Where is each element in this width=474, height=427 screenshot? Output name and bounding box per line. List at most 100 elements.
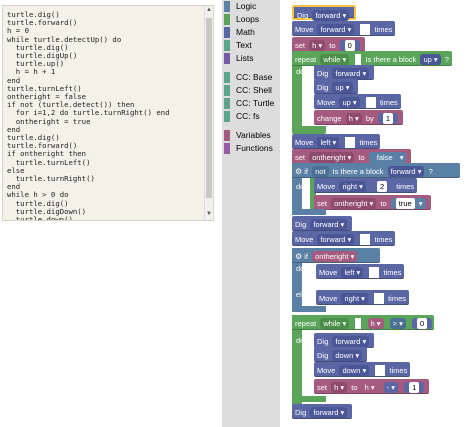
if-footer — [292, 209, 326, 215]
toolbox-category-5[interactable]: CC: Base — [222, 71, 280, 84]
if-else-spine — [292, 248, 302, 312]
direction-dropdown[interactable]: left ▾ — [317, 136, 340, 148]
direction-dropdown[interactable]: forward ▾ — [310, 406, 348, 418]
change-h-block[interactable]: change h ▾ by 1 — [314, 110, 404, 125]
loop-mode-dropdown[interactable]: while ▾ — [320, 317, 350, 329]
direction-dropdown[interactable]: up ▾ — [339, 96, 360, 108]
boolean-dropdown[interactable]: false ▾ — [368, 151, 407, 163]
toolbox-category-10[interactable]: Functions — [222, 142, 280, 155]
move-up-times-block[interactable]: Move up ▾ times — [314, 94, 401, 109]
number-block[interactable]: 2 — [371, 180, 393, 193]
dig-forward-block[interactable]: Dig forward ▾ — [314, 333, 375, 348]
direction-dropdown[interactable]: forward ▾ — [312, 9, 350, 21]
set-ontheright-true-block[interactable]: set ontheright ▾ to true ▾ — [314, 195, 431, 210]
direction-dropdown[interactable]: down ▾ — [332, 349, 363, 361]
move-left-times-block[interactable]: Move left ▾ times — [292, 134, 381, 149]
variable-getter[interactable]: h ▾ — [367, 317, 384, 329]
gear-icon[interactable]: ⚙ — [295, 251, 303, 261]
empty-input-slot[interactable] — [360, 23, 371, 35]
direction-dropdown[interactable]: forward ▾ — [387, 165, 425, 177]
direction-dropdown[interactable]: forward ▾ — [317, 23, 355, 35]
empty-input-slot[interactable] — [375, 364, 386, 376]
empty-input-slot[interactable] — [373, 292, 384, 304]
variable-dropdown[interactable]: h ▾ — [309, 39, 326, 51]
variable-dropdown[interactable]: h ▾ — [331, 381, 348, 393]
variable-dropdown[interactable]: ontheright ▾ — [309, 151, 355, 163]
direction-dropdown[interactable]: forward ▾ — [310, 218, 348, 230]
dig-down-block[interactable]: Dig down ▾ — [314, 347, 368, 362]
not-block[interactable]: not — [312, 165, 329, 177]
empty-input-slot[interactable] — [355, 53, 362, 65]
toolbox-category-0[interactable]: Logic — [222, 0, 280, 13]
move-right-times-block[interactable]: Move right ▾ times — [316, 290, 409, 305]
for-loop-spine — [310, 178, 316, 210]
dig-forward-block[interactable]: Dig forward ▾ — [314, 65, 375, 80]
empty-input-slot[interactable] — [360, 233, 371, 245]
arith-operator-dropdown[interactable]: - ▾ — [383, 381, 399, 393]
number-block[interactable]: 0 — [339, 39, 360, 52]
toolbox-category-6[interactable]: CC: Shell — [222, 84, 280, 97]
empty-input-slot[interactable] — [345, 136, 356, 148]
move-forward-times-block[interactable]: Move forward ▾ times — [292, 21, 396, 36]
move-left-times-block[interactable]: Move left ▾ times — [316, 264, 405, 279]
loop-mode-dropdown[interactable]: while ▾ — [320, 53, 350, 65]
dig-forward-block[interactable]: Dig forward ▾ — [292, 216, 353, 231]
set-h-block[interactable]: set h ▾ to h ▾ - ▾ 1 — [314, 379, 430, 394]
compare-operator-dropdown[interactable]: > ▾ — [389, 317, 406, 329]
boolean-dropdown[interactable]: true ▾ — [390, 197, 426, 210]
toolbox-category-9[interactable]: Variables — [222, 129, 280, 142]
direction-dropdown[interactable]: up ▾ — [420, 53, 441, 65]
empty-input-slot[interactable] — [369, 266, 380, 278]
variable-getter[interactable]: ontheright ▾ — [312, 250, 358, 262]
variable-dropdown[interactable]: ontheright ▾ — [331, 197, 377, 209]
scroll-down-arrow-icon[interactable]: ▼ — [206, 211, 212, 217]
direction-dropdown[interactable]: right ▾ — [339, 180, 366, 192]
by-label: by — [365, 113, 374, 123]
repeat-while-block[interactable]: repeat while ▾ h ▾ > ▾ 0 — [292, 315, 434, 330]
toolbox-category-3[interactable]: Text — [222, 39, 280, 52]
variable-getter[interactable]: h ▾ — [361, 381, 378, 393]
direction-dropdown[interactable]: right ▾ — [341, 292, 368, 304]
dig-forward-block[interactable]: Dig forward ▾ — [292, 5, 357, 21]
direction-dropdown[interactable]: up ▾ — [332, 81, 353, 93]
direction-dropdown[interactable]: down ▾ — [339, 364, 370, 376]
set-h-block[interactable]: set h ▾ to 0 — [292, 37, 365, 52]
set-label: set — [317, 382, 328, 392]
set-ontheright-block[interactable]: set ontheright ▾ to false ▾ — [292, 149, 412, 164]
move-right-times-block[interactable]: Move right ▾ 2 times — [314, 178, 418, 193]
scroll-thumb[interactable] — [206, 18, 212, 198]
scroll-up-arrow-icon[interactable]: ▲ — [206, 7, 212, 13]
empty-input-slot[interactable] — [355, 317, 362, 329]
toolbox-category-7[interactable]: CC: Turtle — [222, 97, 280, 110]
set-label: set — [295, 40, 306, 50]
move-forward-times-block[interactable]: Move forward ▾ times — [292, 231, 396, 246]
number-block[interactable]: 0 — [411, 317, 433, 330]
direction-dropdown[interactable]: forward ▾ — [332, 335, 370, 347]
toolbox-category-2[interactable]: Math — [222, 26, 280, 39]
gear-icon[interactable]: ⚙ — [295, 166, 303, 176]
variable-dropdown[interactable]: h ▾ — [345, 112, 362, 124]
repeat-while-block[interactable]: repeat while ▾ Is there a block up ▾ ? — [292, 51, 452, 66]
if-block[interactable]: ⚙ if not Is there a block forward ▾ ? — [292, 163, 460, 178]
direction-dropdown[interactable]: forward ▾ — [317, 233, 355, 245]
move-label: Move — [319, 293, 338, 303]
if-else-block[interactable]: ⚙ if ontheright ▾ — [292, 248, 380, 263]
blockly-workspace[interactable]: Dig forward ▾ Move forward ▾ times set h… — [280, 0, 474, 427]
toolbox-category-4[interactable]: Lists — [222, 52, 280, 65]
number-block[interactable]: 1 — [377, 112, 399, 125]
empty-input-slot[interactable] — [365, 96, 376, 108]
toolbox-category-1[interactable]: Loops — [222, 13, 280, 26]
number-block[interactable]: 1 — [404, 381, 425, 394]
code-line: h = 0 — [7, 26, 29, 36]
code-line: ontheright = false — [7, 92, 87, 102]
toolbox-category-8[interactable]: CC: fs — [222, 110, 280, 123]
code-scrollbar[interactable]: ▲ ▼ — [204, 6, 213, 220]
dig-up-block[interactable]: Dig up ▾ — [314, 79, 358, 94]
direction-dropdown[interactable]: forward ▾ — [332, 67, 370, 79]
move-down-times-block[interactable]: Move down ▾ times — [314, 362, 411, 377]
dig-forward-block[interactable]: Dig forward ▾ — [292, 404, 353, 419]
move-label: Move — [317, 181, 336, 191]
move-label: Move — [295, 137, 314, 147]
direction-dropdown[interactable]: left ▾ — [341, 266, 364, 278]
